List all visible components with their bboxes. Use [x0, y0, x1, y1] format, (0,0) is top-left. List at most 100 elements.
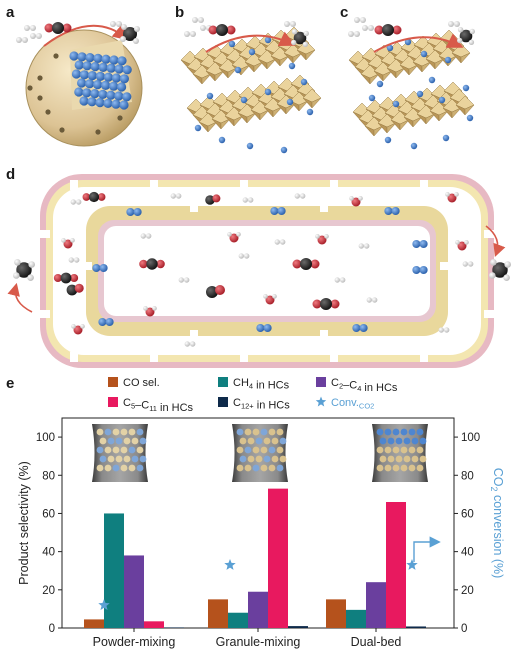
bar — [228, 612, 248, 628]
hydrogen-atom — [134, 26, 140, 32]
hydrogen-atom — [146, 233, 152, 239]
hydrogen-atom — [303, 30, 309, 37]
bar — [268, 488, 288, 628]
hydrogen-atom — [504, 261, 512, 268]
zeolite-site — [270, 206, 279, 216]
oxygen-atom — [208, 25, 218, 35]
zeolite-particle — [79, 70, 89, 80]
hydrogen-atom — [358, 196, 363, 201]
hydrogen-atom — [30, 33, 36, 39]
hydrogen-atom — [200, 25, 206, 31]
oxide-octahedron-shape — [429, 101, 449, 122]
y-tick-label: 60 — [42, 508, 55, 520]
hydrogen-atom — [372, 297, 378, 303]
zeolite-particle — [90, 89, 100, 99]
co-molecule-icon — [66, 283, 84, 296]
zeolite-site — [368, 94, 376, 102]
panel-label-a: a — [6, 4, 15, 21]
hydrogen-atom — [348, 31, 354, 37]
wall-gap-shape — [40, 230, 50, 238]
zeolite-site — [99, 263, 108, 273]
hydrogen-atom — [184, 31, 190, 37]
wall-gap-shape — [70, 180, 78, 190]
zeolite-site — [444, 56, 452, 64]
legend-star-icon — [315, 396, 327, 407]
hydrogen-atom — [140, 233, 146, 239]
zeolite-site — [105, 317, 114, 327]
hydrogen-atom — [457, 27, 464, 33]
zeolite-particle — [85, 53, 95, 63]
pore-shape — [53, 53, 59, 59]
co2-molecule-icon — [82, 191, 106, 203]
zeolite-particle — [77, 52, 87, 62]
zeolite-particle — [114, 91, 124, 101]
bar — [326, 599, 346, 628]
water-molecule-icon — [71, 324, 85, 335]
intermediate-molecule-icon — [256, 323, 272, 333]
wall-gap-shape — [320, 204, 328, 212]
oxygen-atom — [351, 197, 361, 207]
legend-swatch — [108, 397, 118, 407]
zeolite-site — [412, 265, 421, 275]
intermediate-molecule-icon — [412, 265, 428, 275]
legend-label: CO sel. — [123, 377, 160, 389]
oxide-octahedron-shape — [296, 40, 316, 61]
zeolite-particle — [122, 92, 132, 102]
water-molecule-icon — [61, 238, 75, 249]
zeolite-particle — [117, 56, 127, 66]
y-tick-label: 20 — [42, 585, 55, 597]
hydrogen-atom — [248, 197, 254, 203]
legend-item: CH4 in HCs — [218, 377, 290, 392]
intermediate-molecule-icon — [92, 263, 108, 273]
wall-gap-shape — [190, 330, 198, 338]
wall-gap-shape — [484, 310, 494, 318]
hydrogen-atom — [489, 272, 496, 279]
h2-molecule-icon — [68, 257, 80, 263]
h2-molecule-icon — [70, 199, 82, 205]
bar — [346, 609, 366, 628]
carbon-atom — [146, 258, 158, 270]
h2-molecule-icon — [448, 21, 460, 27]
pore-shape — [37, 95, 43, 101]
hydrogen-atom — [110, 21, 116, 27]
zeolite-site — [280, 146, 288, 154]
carbon-atom — [16, 262, 32, 278]
hydrogen-atom — [291, 39, 297, 46]
oxygen-atom — [70, 273, 79, 283]
oxygen-atom — [310, 259, 320, 269]
oxygen-atom — [457, 241, 467, 251]
h2-molecule-icon — [184, 31, 196, 37]
wall-gap-shape — [150, 180, 158, 190]
wall-gap-shape — [420, 352, 428, 362]
zeolite-particle — [101, 54, 111, 64]
co2-molecule-icon — [292, 258, 320, 270]
category-label: Granule-mixing — [216, 635, 301, 649]
legend-swatch — [316, 377, 326, 387]
hydrogen-atom — [244, 253, 250, 259]
oxide-octahedron-shape — [244, 52, 264, 73]
zeolite-particle — [117, 82, 127, 92]
y2-tick-label: 0 — [461, 623, 467, 635]
legend-label: C5–C11 in HCs — [123, 397, 194, 414]
oxygen-atom — [212, 194, 221, 203]
oxide-octahedron-shape — [302, 88, 322, 109]
wall-gap-shape — [240, 352, 248, 362]
zeolite-particle — [77, 78, 87, 88]
h2-molecule-icon — [358, 243, 370, 249]
oxygen-atom — [215, 285, 225, 295]
oxygen-atom — [139, 259, 148, 269]
hydrogen-atom — [71, 324, 76, 329]
intermediate-molecule-icon — [384, 206, 400, 216]
zeolite-particle — [119, 74, 129, 84]
zeolite-particle — [69, 51, 79, 61]
pore-shape — [59, 127, 65, 133]
hydrogen-atom — [455, 240, 460, 245]
zeolite-site — [92, 263, 101, 273]
oxygen-atom — [265, 295, 275, 305]
oxide-octahedron-shape — [386, 58, 406, 79]
water-molecule-icon — [227, 232, 241, 243]
bar — [124, 555, 144, 628]
hydrogen-atom — [24, 25, 30, 31]
oxygen-atom — [62, 23, 72, 33]
